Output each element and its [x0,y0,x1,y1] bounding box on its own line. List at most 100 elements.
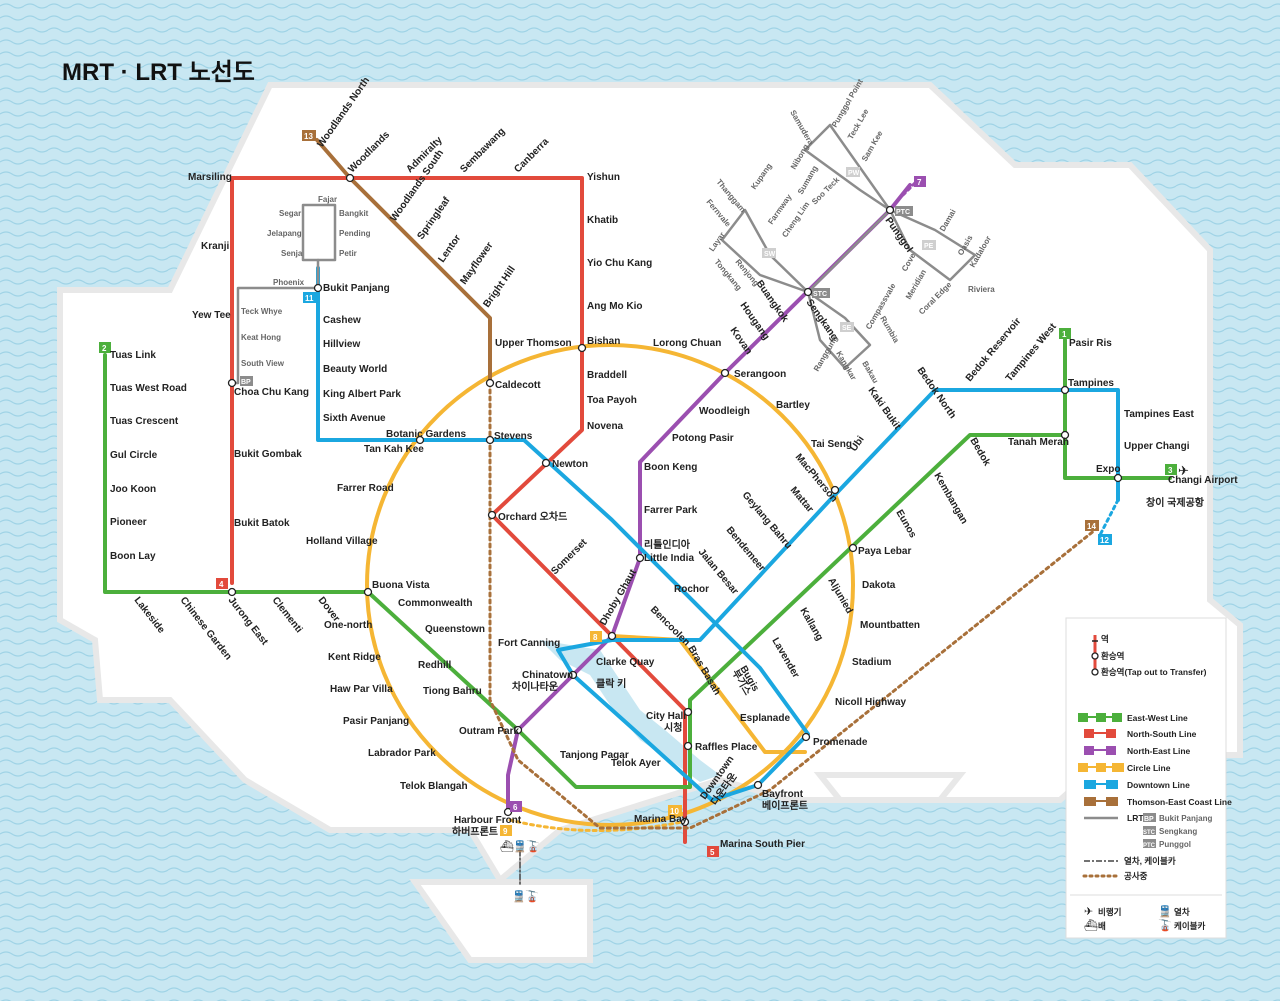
dot-promenade[interactable] [801,732,811,742]
station-changi-airport-1[interactable]: Changi Airport [1168,475,1238,486]
station-yew-tee[interactable]: Yew Tee [192,310,231,321]
station-kranji[interactable]: Kranji [201,241,230,252]
dot-newton[interactable] [541,458,551,468]
station-tuas-crescent[interactable]: Tuas Crescent [110,416,179,427]
station-tiong-bahru[interactable]: Tiong Bahru [423,686,482,697]
station-harbourfront-kr[interactable]: 하버프론트 [452,825,498,838]
station-lorong-chuan[interactable]: Lorong Chuan [653,338,721,349]
station-queenstown[interactable]: Queenstown [425,624,485,635]
station-toa-payoh[interactable]: Toa Payoh [587,395,637,406]
station-haw-par-villa[interactable]: Haw Par Villa [330,684,393,695]
station-teck-whye[interactable]: Teck Whye [241,307,283,316]
station-yio-chu-kang[interactable]: Yio Chu Kang [587,258,652,269]
dot-raffles-place[interactable] [683,741,693,751]
station-commonwealth[interactable]: Commonwealth [398,598,472,609]
station-tanjong-pagar[interactable]: Tanjong Pagar [560,750,629,761]
dot-little-india[interactable] [635,553,645,563]
station-bukit-panjang[interactable]: Bukit Panjang [323,283,390,294]
station-south-view[interactable]: South View [241,359,285,368]
station-pioneer[interactable]: Pioneer [110,517,147,528]
station-keat-hong[interactable]: Keat Hong [241,333,281,342]
station-harbourfront[interactable]: Harbour Front [454,815,522,826]
dot-jurong-east[interactable] [227,587,237,597]
dot-bukit-panjang[interactable] [313,283,323,293]
station-stevens[interactable]: Stevens [494,431,533,442]
station-joo-koon[interactable]: Joo Koon [110,484,156,495]
dot-paya-lebar[interactable] [848,543,858,553]
station-telok-blangah[interactable]: Telok Blangah [400,781,468,792]
station-bartley[interactable]: Bartley [776,400,810,411]
station-bayfront-kr[interactable]: 베이프론트 [762,799,808,812]
station-cashew[interactable]: Cashew [323,315,361,326]
station-buona-vista[interactable]: Buona Vista [372,580,430,591]
station-beauty-world[interactable]: Beauty World [323,364,387,375]
station-phoenix[interactable]: Phoenix [273,278,305,287]
station-pasir-ris[interactable]: Pasir Ris [1069,338,1112,349]
station-chinatown-kr[interactable]: 차이나타운 [512,680,558,693]
station-potong-pasir[interactable]: Potong Pasir [672,433,734,444]
station-sixth-avenue[interactable]: Sixth Avenue [323,413,386,424]
dot-outram-park[interactable] [513,725,523,735]
station-hillview[interactable]: Hillview [323,339,360,350]
station-city-hall-kr[interactable]: 시청 [664,721,682,734]
dot-dhoby-ghaut[interactable] [607,631,617,641]
station-nicoll-highway[interactable]: Nicoll Highway [835,697,907,708]
station-bukit-gombak[interactable]: Bukit Gombak [234,449,302,460]
station-telok-ayer[interactable]: Telok Ayer [611,758,661,769]
dot-bishan[interactable] [577,343,587,353]
station-bayfront[interactable]: Bayfront [762,789,804,800]
station-bangkit[interactable]: Bangkit [339,209,369,218]
dot-bayfront[interactable] [753,780,763,790]
station-tuas-west-road[interactable]: Tuas West Road [110,383,187,394]
dot-tampines[interactable] [1060,385,1070,395]
station-marsiling[interactable]: Marsiling [188,172,232,183]
station-tuas-link[interactable]: Tuas Link [110,350,156,361]
station-woodleigh[interactable]: Woodleigh [699,406,750,417]
station-senja[interactable]: Senja [281,249,303,258]
station-marina-bay[interactable]: Marina Bay [634,814,688,825]
dot-tanah-merah[interactable] [1060,430,1070,440]
dot-chinatown[interactable] [568,670,578,680]
station-petir[interactable]: Petir [339,249,357,258]
station-farrer-park[interactable]: Farrer Park [644,505,698,516]
dot-orchard[interactable] [487,510,497,520]
station-tampines[interactable]: Tampines [1068,378,1114,389]
station-fajar[interactable]: Fajar [318,195,337,204]
station-rochor[interactable]: Rochor [674,584,709,595]
dot-stevens[interactable] [485,435,495,445]
station-fort-canning[interactable]: Fort Canning [498,638,560,649]
station-redhill[interactable]: Redhill [418,660,452,671]
station-newton[interactable]: Newton [552,459,588,470]
station-serangoon[interactable]: Serangoon [734,369,786,380]
station-marina-south-pier[interactable]: Marina South Pier [720,839,805,850]
station-pasir-panjang[interactable]: Pasir Panjang [343,716,409,727]
station-dakota[interactable]: Dakota [862,580,896,591]
station-riviera[interactable]: Riviera [968,285,995,294]
station-holland-village[interactable]: Holland Village [306,536,378,547]
station-one-north[interactable]: One-north [324,620,372,631]
station-clarke-quay-kr[interactable]: 클락 키 [596,677,626,690]
station-braddell[interactable]: Braddell [587,370,627,381]
dot-marina-bay[interactable] [680,817,690,827]
dot-expo[interactable] [1113,473,1123,483]
station-clarke-quay[interactable]: Clarke Quay [596,657,655,668]
station-little-india-kr[interactable]: 리틀인디아 [644,538,691,551]
station-chinatown[interactable]: Chinatown [522,670,573,681]
station-khatib[interactable]: Khatib [587,215,618,226]
station-city-hall[interactable]: City Hall [646,711,686,722]
station-caldecott[interactable]: Caldecott [495,380,541,391]
station-tai-seng[interactable]: Tai Seng [811,439,852,450]
dot-city-hall[interactable] [683,707,693,717]
station-promenade[interactable]: Promenade [813,737,868,748]
station-upper-changi[interactable]: Upper Changi [1124,441,1190,452]
station-choa-chu-kang[interactable]: Choa Chu Kang [234,387,309,398]
station-boon-lay[interactable]: Boon Lay [110,551,156,562]
dot-botanic-gardens[interactable] [415,435,425,445]
station-boon-keng[interactable]: Boon Keng [644,462,697,473]
dot-serangoon[interactable] [720,368,730,378]
station-esplanade[interactable]: Esplanade [740,713,790,724]
station-jelapang[interactable]: Jelapang [267,229,302,238]
dot-woodlands[interactable] [345,173,355,183]
station-paya-lebar[interactable]: Paya Lebar [858,546,911,557]
station-labrador-park[interactable]: Labrador Park [368,748,436,759]
